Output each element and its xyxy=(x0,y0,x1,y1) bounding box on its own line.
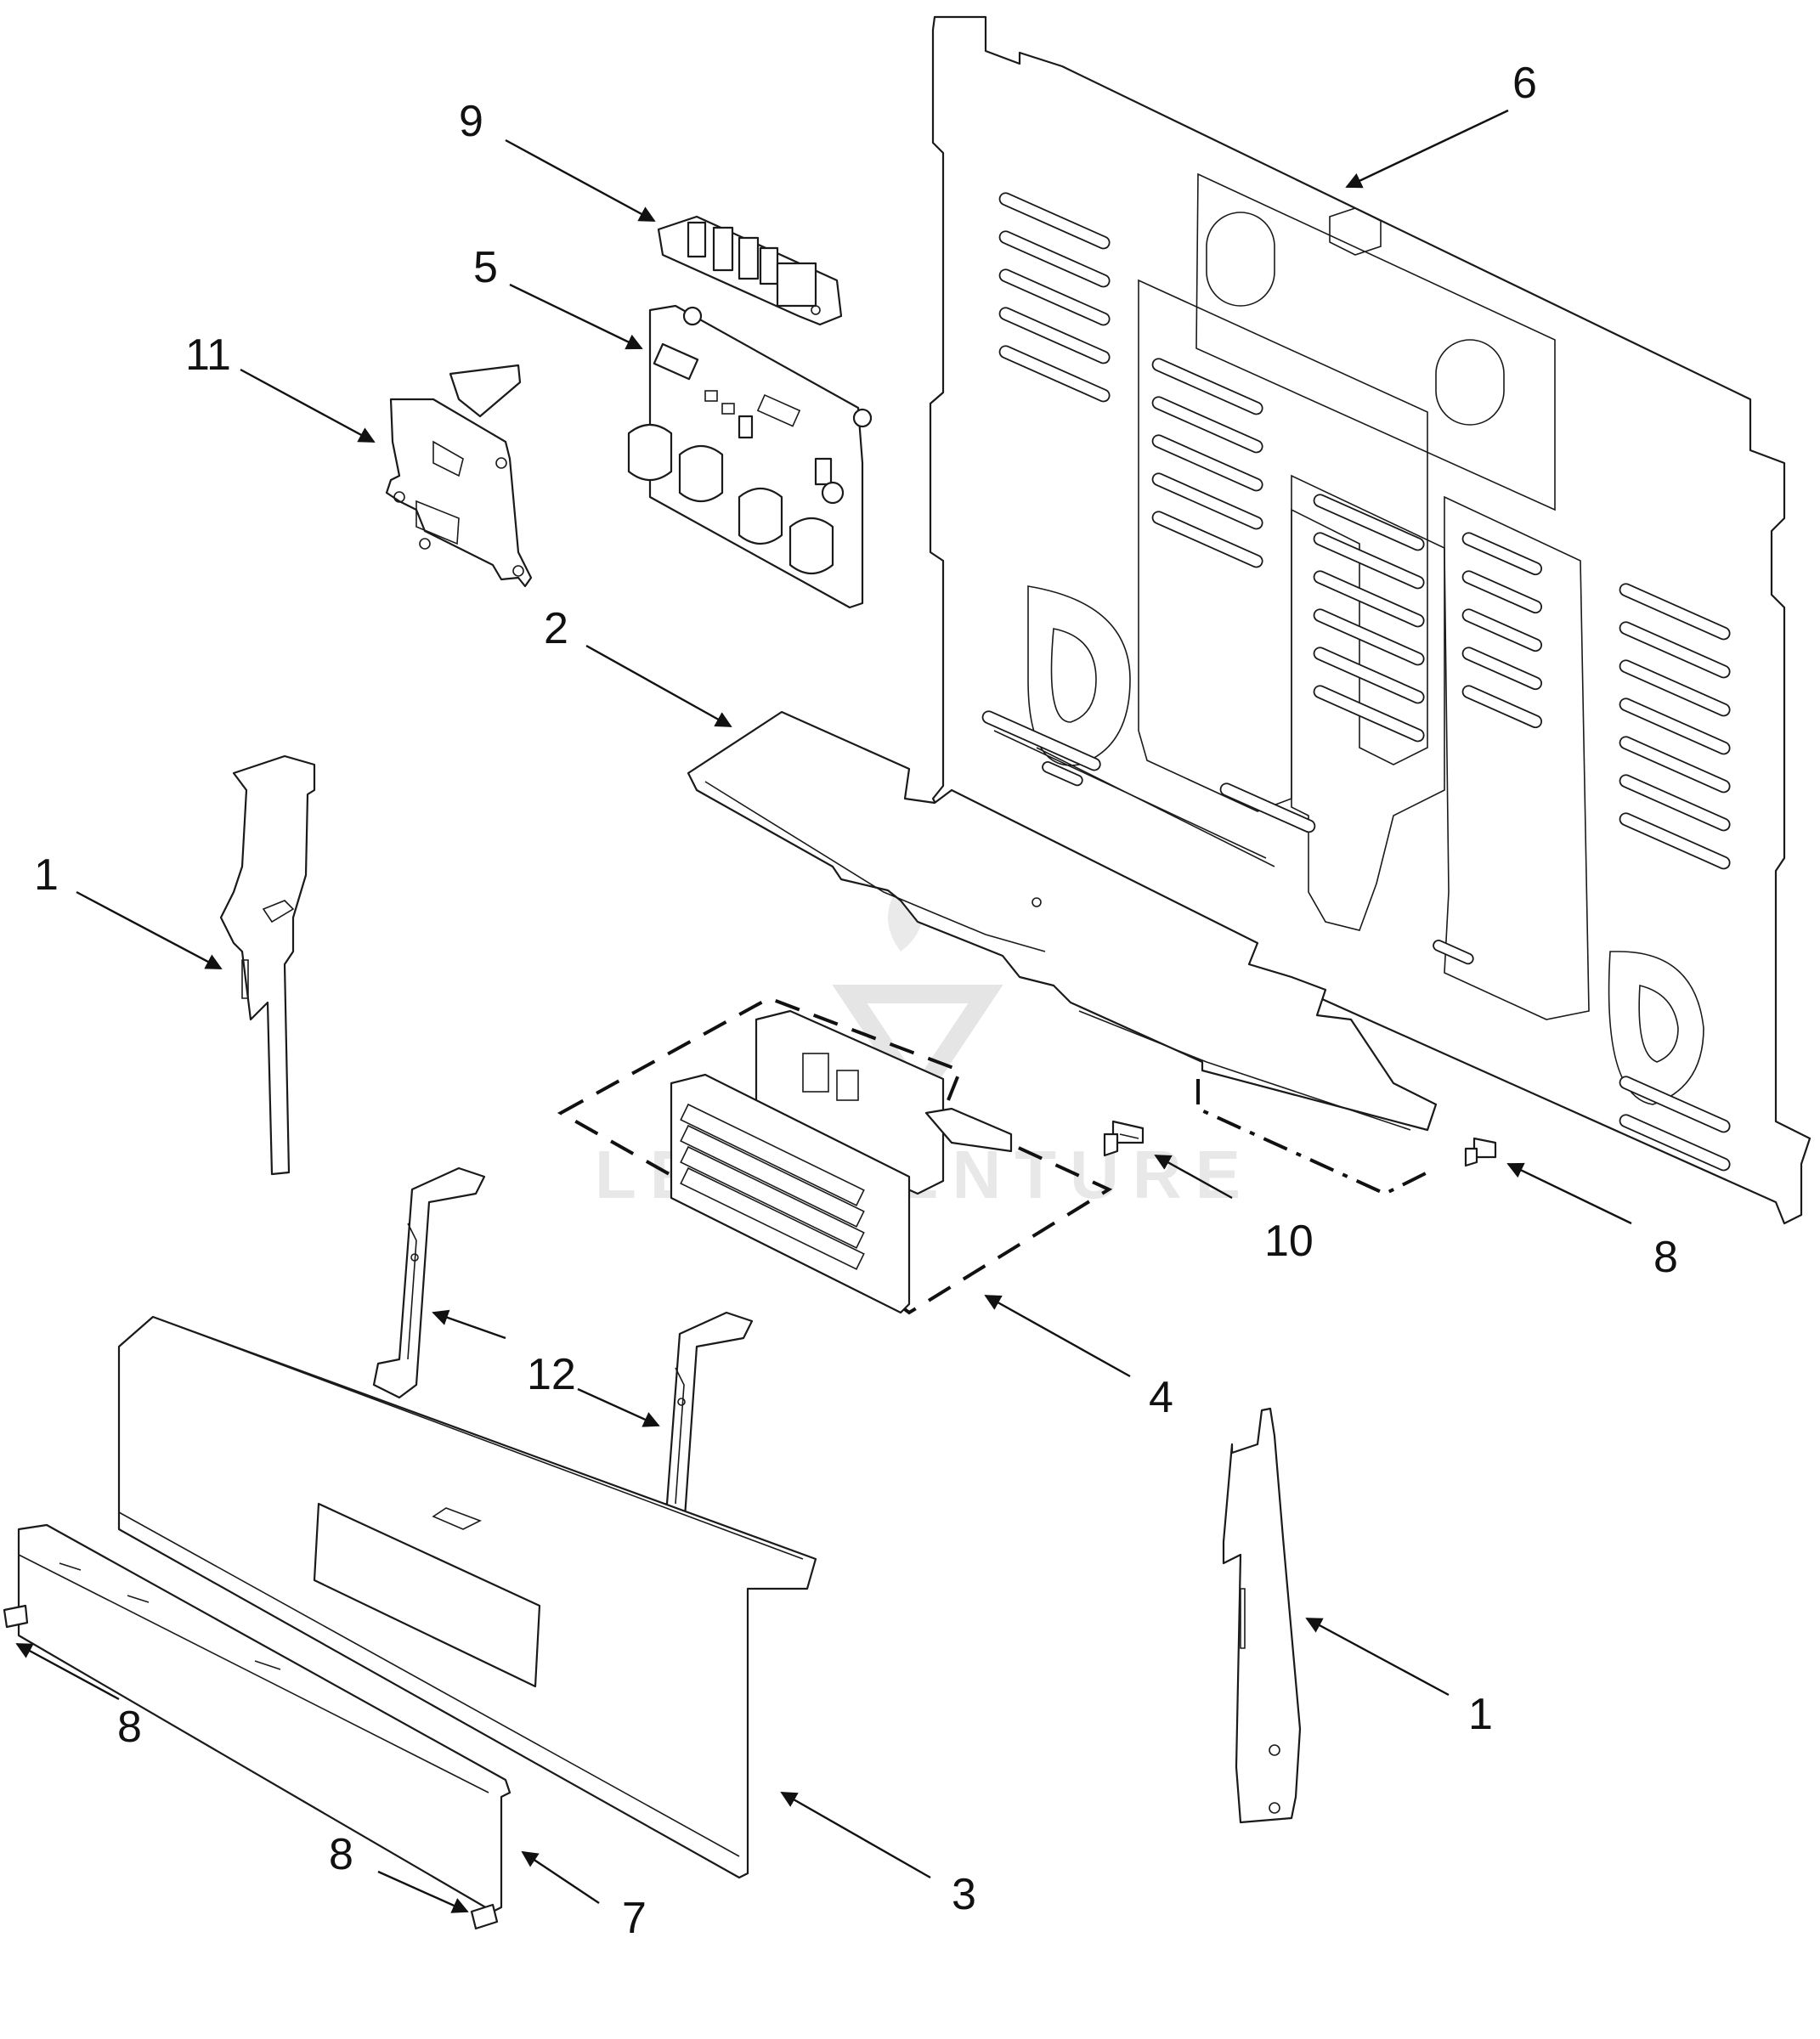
callout-8-bottom: 8 xyxy=(329,1830,353,1879)
part-1-side-bracket-right xyxy=(1222,1407,1302,1824)
callout-4: 4 xyxy=(1149,1373,1173,1422)
callout-11: 11 xyxy=(185,330,231,380)
part-2-bracket-channel xyxy=(687,710,1438,1132)
callout-8-right: 8 xyxy=(1653,1233,1678,1282)
callouts: 9 5 11 6 2 1 10 8 4 12 1 8 3 8 7 xyxy=(34,59,1678,1943)
callout-9: 9 xyxy=(459,97,483,146)
part-12-bracket-left xyxy=(372,1166,486,1399)
callout-12: 12 xyxy=(527,1350,576,1399)
part-5-control-board xyxy=(627,304,873,609)
part-7-trim-strip xyxy=(17,1523,512,1913)
part-11-bracket xyxy=(385,364,533,588)
part-3-control-panel xyxy=(117,1315,817,1879)
part-8-screw-bottom xyxy=(470,1903,499,1930)
part-8-screw-left xyxy=(3,1604,29,1629)
callout-1-right: 1 xyxy=(1468,1690,1493,1739)
callout-1-left: 1 xyxy=(34,850,59,900)
callout-10: 10 xyxy=(1264,1217,1314,1266)
callout-8-left: 8 xyxy=(117,1703,142,1752)
part-2-group-outline xyxy=(1196,1079,1428,1196)
callout-7: 7 xyxy=(622,1894,647,1943)
part-4-keypad-assembly xyxy=(670,1009,1013,1314)
callout-2: 2 xyxy=(544,604,568,653)
leader-lines xyxy=(15,109,1632,1913)
part-8-screw-right xyxy=(1464,1137,1497,1167)
part-1-side-bracket-left xyxy=(219,754,316,1176)
part-9-terminal-block xyxy=(657,215,843,326)
callout-5: 5 xyxy=(473,243,498,292)
callout-6: 6 xyxy=(1512,59,1537,108)
part-10-screw xyxy=(1103,1120,1145,1157)
part-6-back-panel xyxy=(929,15,1812,1225)
callout-3: 3 xyxy=(952,1870,976,1919)
